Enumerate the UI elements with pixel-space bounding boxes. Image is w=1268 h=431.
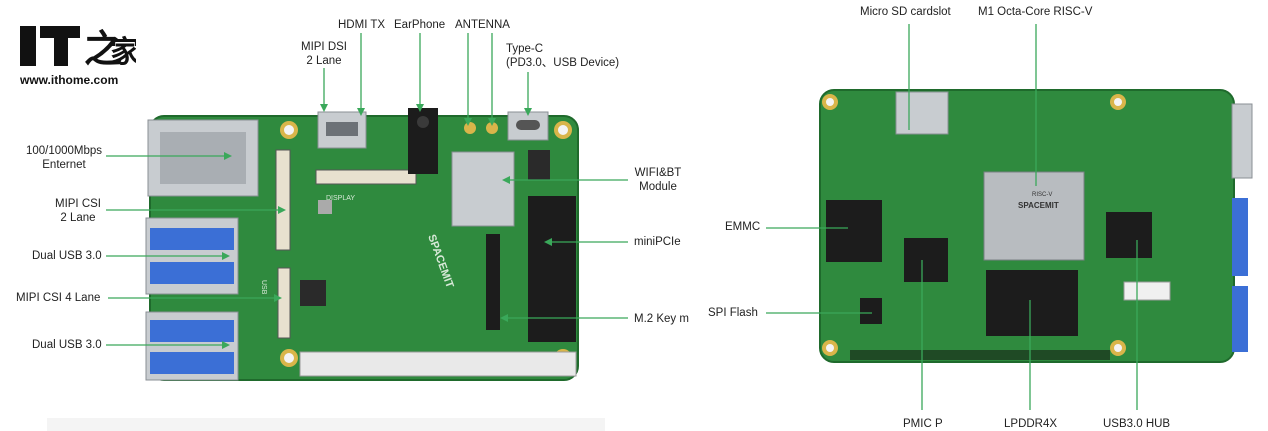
- logo-site-url: www.ithome.com: [20, 73, 119, 87]
- label-earphone: EarPhone: [394, 19, 446, 31]
- label-antenna: ANTENNA: [455, 19, 510, 31]
- label-mipi-csi-2lane: MIPI CSI 2 Lane: [54, 198, 101, 224]
- label-type-c: Type-C (PD3.0、USB Device): [506, 43, 620, 69]
- label-usb3-hub: USB3.0 HUB: [1103, 418, 1171, 430]
- soc-brand: SPACEMIT: [1018, 201, 1059, 210]
- label-soc: M1 Octa-Core RISC-V: [978, 6, 1093, 18]
- label-mipi-dsi: MIPI DSI 2 Lane: [300, 41, 347, 67]
- ithome-logo: 之 家: [20, 22, 140, 92]
- label-mipi-csi-4lane: MIPI CSI 4 Lane: [16, 292, 101, 304]
- label-pmic: PMIC P: [903, 418, 943, 430]
- label-minipcie: miniPCIe: [634, 236, 681, 248]
- label-micro-sd: Micro SD cardslot: [860, 6, 951, 18]
- label-m2-key-m: M.2 Key m: [634, 313, 689, 325]
- label-hdmi-tx: HDMI TX: [338, 19, 386, 31]
- label-lpddr4x: LPDDR4X: [1004, 418, 1058, 430]
- label-emmc: EMMC: [725, 221, 761, 233]
- label-spi-flash: SPI Flash: [708, 307, 758, 319]
- label-dual-usb-b: Dual USB 3.0: [32, 339, 102, 351]
- soc-model: RISC-V: [1032, 192, 1052, 198]
- svg-text:家: 家: [110, 35, 136, 70]
- label-ethernet: 100/1000Mbps Enternet: [25, 145, 103, 171]
- back-board: SPACEMIT RISC-V: [819, 89, 1253, 363]
- svg-text:之: 之: [84, 27, 122, 71]
- silk-usb: USB: [260, 280, 267, 295]
- label-wifi-bt: WIFI&BT Module: [634, 167, 682, 193]
- caption-bar: [47, 418, 605, 431]
- leader-lines: [106, 24, 1138, 410]
- front-board: SPACEMIT DISPLAY USB: [145, 108, 579, 381]
- silk-display: DISPLAY: [326, 195, 355, 202]
- label-dual-usb-a: Dual USB 3.0: [32, 250, 102, 262]
